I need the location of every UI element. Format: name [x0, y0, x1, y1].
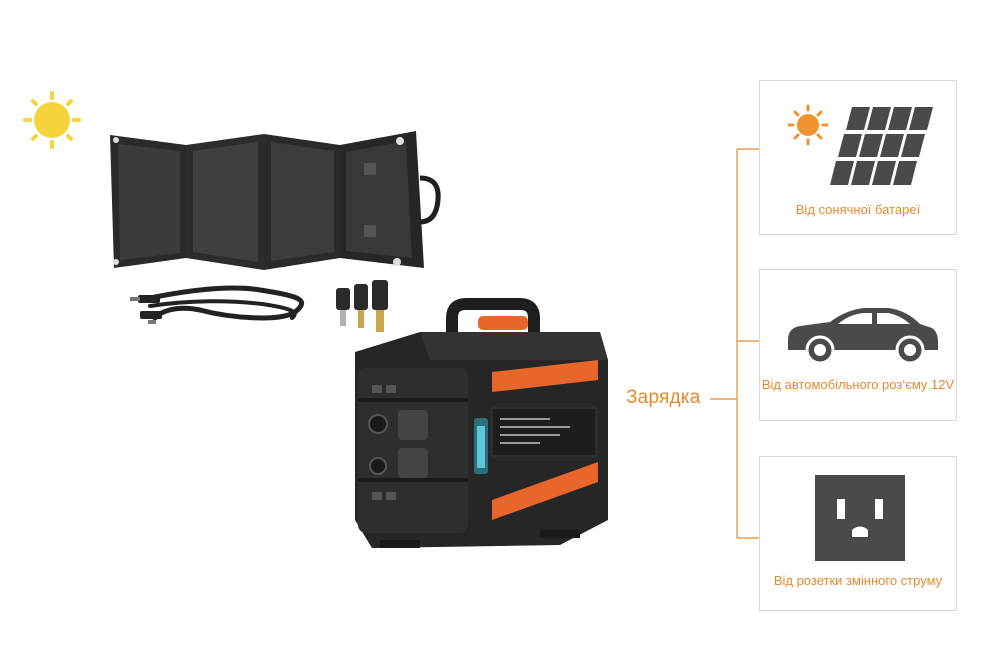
source-label-solar: Від сонячної батареї — [795, 202, 921, 217]
car-icon — [788, 308, 938, 365]
sun-small-icon — [787, 104, 829, 146]
source-card-car: Від автомобільного роз‘єму 12V — [759, 269, 957, 421]
source-label-outlet: Від розетки змінного струму — [773, 573, 943, 588]
sun-icon — [23, 91, 81, 149]
power-station-image — [355, 298, 608, 548]
connector-lines — [710, 148, 759, 539]
source-card-solar: Від сонячної батареї — [759, 80, 957, 235]
connector-tips-image — [336, 280, 388, 332]
source-card-outlet: Від розетки змінного струму — [759, 456, 957, 611]
source-label-car: Від автомобільного роз‘єму 12V — [761, 377, 955, 392]
charging-label: Зарядка — [626, 387, 701, 408]
power-outlet-icon — [815, 475, 905, 561]
cable-image — [130, 285, 304, 324]
solar-panel-icon — [787, 104, 933, 185]
folding-solar-panel-image — [110, 131, 441, 270]
